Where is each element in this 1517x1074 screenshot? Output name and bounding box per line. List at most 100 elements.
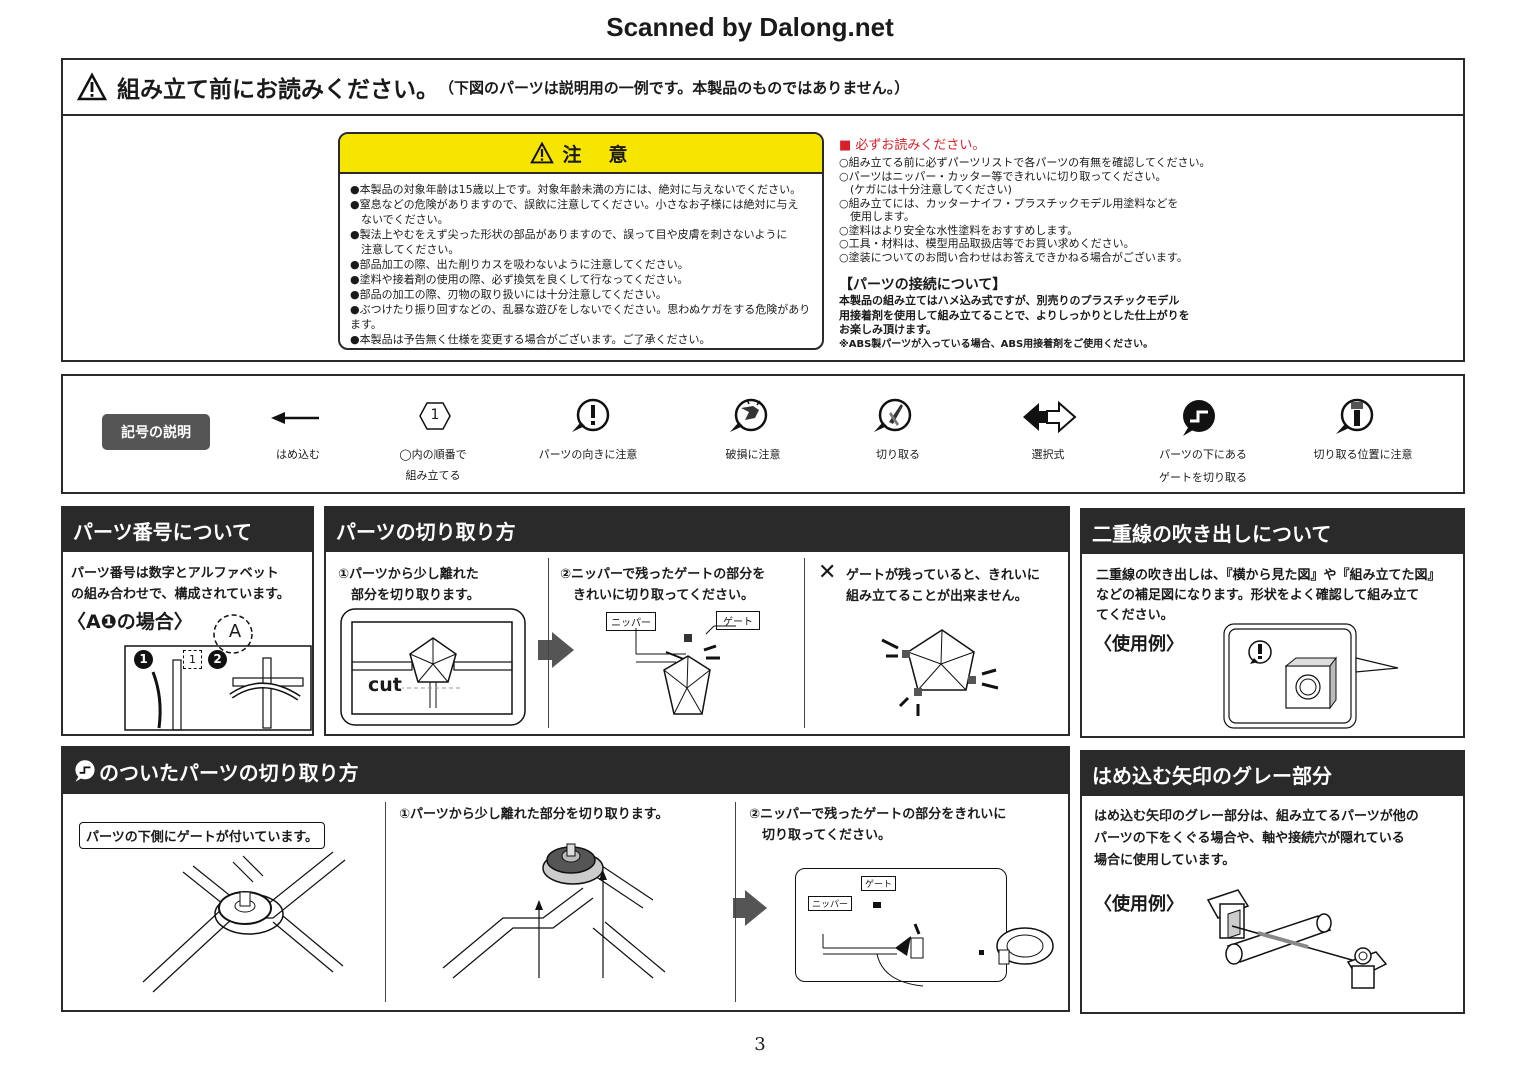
- symbol-label: 選択式: [1031, 448, 1065, 461]
- cutting-header: パーツの切り取り方: [326, 508, 1068, 552]
- arrow-left-icon: [271, 412, 319, 424]
- gray-arrow-line: 場合に使用しています。: [1094, 853, 1236, 868]
- gray-arrow-title: はめ込む矢印のグレー部分: [1092, 763, 1332, 788]
- must-read-item: ○工具・材料は、模型用品取扱店等でお買い求めください。: [839, 237, 1135, 250]
- part-number-badge: 1: [134, 650, 153, 669]
- nipper-label: ニッパー: [606, 612, 656, 631]
- under-gate-title: のついたパーツの切り取り方: [99, 760, 359, 785]
- step-arrow: [538, 640, 552, 660]
- gray-arrow-line: パーツの下をくぐる場合や、軸や接続穴が隠れている: [1094, 831, 1405, 846]
- part-number-badge: 1: [183, 650, 202, 669]
- symbol-label: ◯内の順番で: [399, 448, 467, 461]
- part-number-line: の組み合わせで、構成されています。: [71, 587, 290, 602]
- gray-arrow-header: はめ込む矢印のグレー部分: [1082, 752, 1463, 796]
- double-line-header: 二重線の吹き出しについて: [1082, 510, 1463, 554]
- must-read-list: ○組み立てる前に必ずパーツリストで各パーツの有無を確認してください。 ○パーツは…: [839, 156, 1439, 264]
- exclamation-icon: [572, 398, 610, 432]
- double-line-line: てください。: [1096, 608, 1174, 623]
- double-line-box: 二重線の吹き出しについて 二重線の吹き出しは、『横から見た図』や『組み立てた図』…: [1080, 508, 1465, 738]
- scan-header: Scanned by Dalong.net: [606, 12, 894, 42]
- must-read-item: ○塗料はより安全な水性塗料をおすすめします。: [839, 223, 1079, 237]
- must-read-item: 使用します。: [839, 210, 915, 223]
- nipper-label: ニッパー: [808, 896, 853, 911]
- caution-item: ●本製品は予告無く仕様を変更する場合がございます。ご了承ください。: [350, 333, 711, 346]
- symbol-label: パーツの向きに注意: [538, 448, 638, 461]
- caution-item: ●部品加工の際、出た削りカスを吸わないように注意してください。: [350, 258, 689, 271]
- must-read-item: ○パーツはニッパー・カッター等できれいに切り取ってください。: [839, 169, 1167, 183]
- gate-label: ゲート: [716, 611, 760, 630]
- under-gate-step1: ①パーツから少し離れた部分を切り取ります。: [399, 807, 669, 822]
- runner-diagram: [124, 614, 312, 731]
- gray-arrow-example: 〈使用例〉: [1094, 894, 1184, 915]
- connection-line: ※ABS製パーツが入っている場合、ABS用接着剤をご使用ください。: [839, 338, 1154, 350]
- double-line-example: 〈使用例〉: [1094, 634, 1184, 655]
- caution-item: ●本製品の対象年齢は15歳以上です。対象年齢未満の方には、絶対に与えないでくださ…: [350, 183, 802, 196]
- must-read-section: ■ 必ずお読みください。 ○組み立てる前に必ずパーツリストで各パーツの有無を確認…: [839, 134, 1439, 352]
- under-gate-step2-line: ②ニッパーで残ったゲートの部分をきれいに: [749, 807, 1007, 822]
- warning-triangle-icon: [530, 141, 555, 164]
- cutting-step2: ②ニッパーで残ったゲートの部分を きれいに切り取ってください。: [560, 564, 765, 606]
- symbol-label: パーツの下にある: [1159, 448, 1247, 461]
- part-number-title: パーツ番号について: [73, 519, 252, 544]
- must-read-item: ○組み立てる前に必ずパーツリストで各パーツの有無を確認してください。: [839, 156, 1211, 169]
- cut-diagram: [340, 608, 526, 726]
- cutting-step1-line: 部分を切り取ります。: [338, 588, 480, 603]
- symbol-label: 切り取る: [876, 448, 920, 461]
- gray-arrow-text: はめ込む矢印のグレー部分は、組み立てるパーツが他の パーツの下をくぐる場合や、軸…: [1094, 806, 1419, 872]
- hexagon-number: 1: [430, 407, 440, 423]
- symbols-box: 記号の説明 はめ込む 1 ◯内の順番で 組み立てる パーツの向きに注意 破損に注…: [61, 374, 1465, 494]
- page-number: 3: [754, 1034, 766, 1055]
- connection-text: 本製品の組み立てはハメ込み式ですが、別売りのプラスチックモデル 用接着剤を使用し…: [839, 294, 1439, 352]
- hexagon-number-icon: [419, 402, 451, 430]
- nipper-diagram: [635, 625, 736, 715]
- double-line-line: 二重線の吹き出しは、『横から見た図』や『組み立てた図』: [1096, 568, 1441, 583]
- under-gate-step2: ②ニッパーで残ったゲートの部分をきれいに 切り取ってください。: [749, 804, 1006, 846]
- runner-letter: A: [228, 621, 242, 642]
- symbol-label: はめ込む: [276, 448, 320, 461]
- warn-mark: ✕: [818, 560, 837, 585]
- part-number-header: パーツ番号について: [63, 508, 312, 552]
- caution-header: 注 意: [340, 134, 822, 174]
- cut-position-icon: [1336, 398, 1374, 434]
- cutting-warning-line: 組み立てることが出来ません。: [846, 589, 1028, 604]
- preface-note: （下図のパーツは説明用の一例です。本製品のものではありません。）: [439, 78, 910, 97]
- connection-line: 本製品の組み立てはハメ込み式ですが、別売りのプラスチックモデル: [839, 294, 1180, 307]
- connection-line: 用接着剤を使用して組み立てることで、よりしっかりとした仕上がりを: [839, 308, 1190, 322]
- under-gate-separator: [735, 802, 736, 1002]
- double-line-title: 二重線の吹き出しについて: [1092, 521, 1332, 546]
- must-read-title: ■ 必ずお読みください。: [839, 138, 986, 153]
- symbol-label: 切り取る位置に注意: [1313, 448, 1413, 461]
- preface-title-row: 組み立て前にお読みください。 （下図のパーツは説明用の一例です。本製品のものでは…: [63, 60, 1463, 116]
- cut-icon: [874, 398, 912, 432]
- double-arrow-icon: [1023, 400, 1077, 434]
- must-read-item: ○組み立てには、カッターナイフ・プラスチックモデル用塗料などを: [839, 196, 1179, 210]
- connection-line: お楽しみ頂けます。: [839, 323, 937, 336]
- caution-item: 注意してください。: [350, 243, 460, 256]
- step-arrow: [552, 632, 574, 668]
- step-arrow: [733, 898, 747, 918]
- gray-arrow-diagram: [1206, 889, 1388, 989]
- part-number-text: パーツ番号は数字とアルファベット の組み合わせで、構成されています。: [71, 563, 290, 605]
- warning-triangle-icon: [76, 72, 108, 101]
- cutting-warning-line: ゲートが残っていると、きれいに: [846, 568, 1040, 583]
- preface-title: 組み立て前にお読みください。: [117, 77, 439, 103]
- gray-arrow-line: はめ込む矢印のグレー部分は、組み立てるパーツが他の: [1094, 809, 1419, 824]
- symbol-label: ゲートを切り取る: [1159, 471, 1247, 484]
- caution-item: ないでください。: [350, 213, 449, 226]
- gate-cut-diagram: [442, 843, 666, 979]
- cutting-separator: [548, 558, 549, 728]
- caution-item: ●ぶつけたり振り回すなどの、乱暴な遊びをしないでください。思わぬケガをする危険が…: [350, 303, 811, 331]
- caution-title: 注 意: [562, 143, 632, 166]
- step-arrow: [745, 890, 767, 926]
- part-number-badge: 2: [208, 650, 227, 669]
- under-gate-separator: [385, 802, 386, 1002]
- cutting-step1-line: ①パーツから少し離れた: [338, 567, 479, 582]
- under-gate-icon: [75, 760, 95, 782]
- cutting-box: パーツの切り取り方 ①パーツから少し離れた 部分を切り取ります。 cut ②ニッ…: [324, 506, 1070, 736]
- under-gate-header: のついたパーツの切り取り方: [63, 748, 1068, 794]
- part-number-box: パーツ番号について パーツ番号は数字とアルファベット の組み合わせで、構成されて…: [61, 506, 314, 736]
- caution-item: ●塗料や接着剤の使用の際、必ず換気を良くして行なってください。: [350, 273, 689, 286]
- symbol-label: 破損に注意: [725, 448, 781, 461]
- under-gate-step2-line: 切り取ってください。: [749, 828, 891, 843]
- symbol-label: 組み立てる: [405, 469, 461, 482]
